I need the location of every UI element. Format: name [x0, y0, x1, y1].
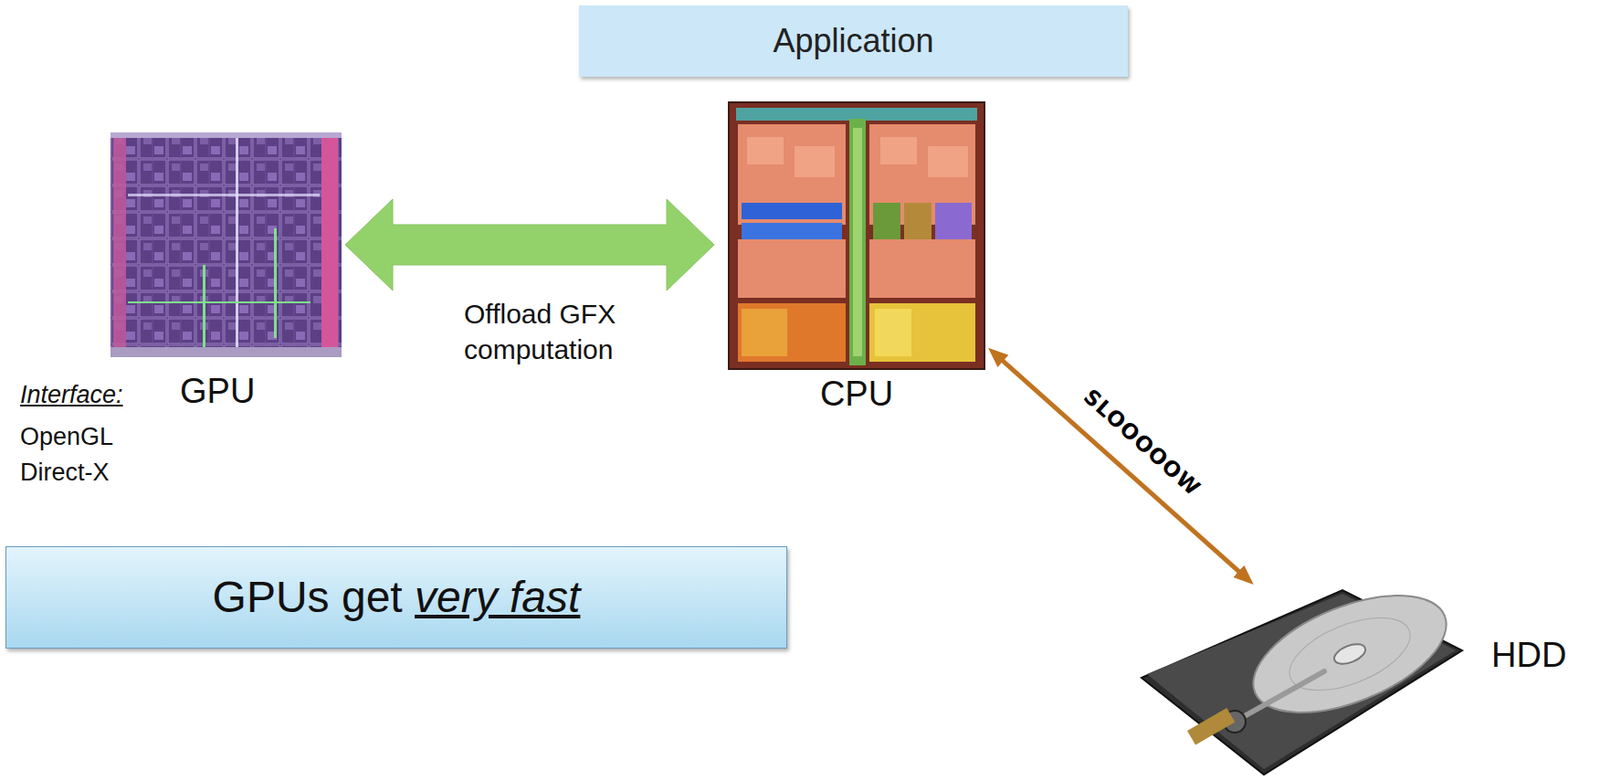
gpu-chip: GPUInterface:OpenGL Direct-X: [110, 132, 342, 358]
callout-emphasis: very fast: [414, 572, 580, 622]
edge-label: Offload GFX computation: [463, 295, 665, 368]
callout-box: GPUs get very fast: [5, 546, 788, 649]
part-name: GPU: [179, 371, 255, 412]
cpu-die: [728, 102, 985, 369]
cpu-chip: CPU: [728, 102, 985, 369]
callout-text: GPUs get very fast: [212, 571, 581, 622]
callout-plain: GPUs get: [212, 572, 415, 622]
slow-link-arrow: [994, 353, 1247, 579]
hdd-picture: HDD: [1137, 586, 1464, 779]
gpu-die: [110, 132, 342, 358]
band-label: Application: [772, 21, 934, 60]
application-band: Application: [578, 5, 1128, 77]
part-name: HDD: [1491, 635, 1567, 676]
interface-label: Interface:: [20, 380, 124, 410]
hard-disk-drive: [1141, 571, 1463, 775]
api-list: OpenGL Direct-X: [20, 419, 139, 491]
part-name: CPU: [728, 374, 985, 415]
offload-arrow: [345, 199, 715, 291]
